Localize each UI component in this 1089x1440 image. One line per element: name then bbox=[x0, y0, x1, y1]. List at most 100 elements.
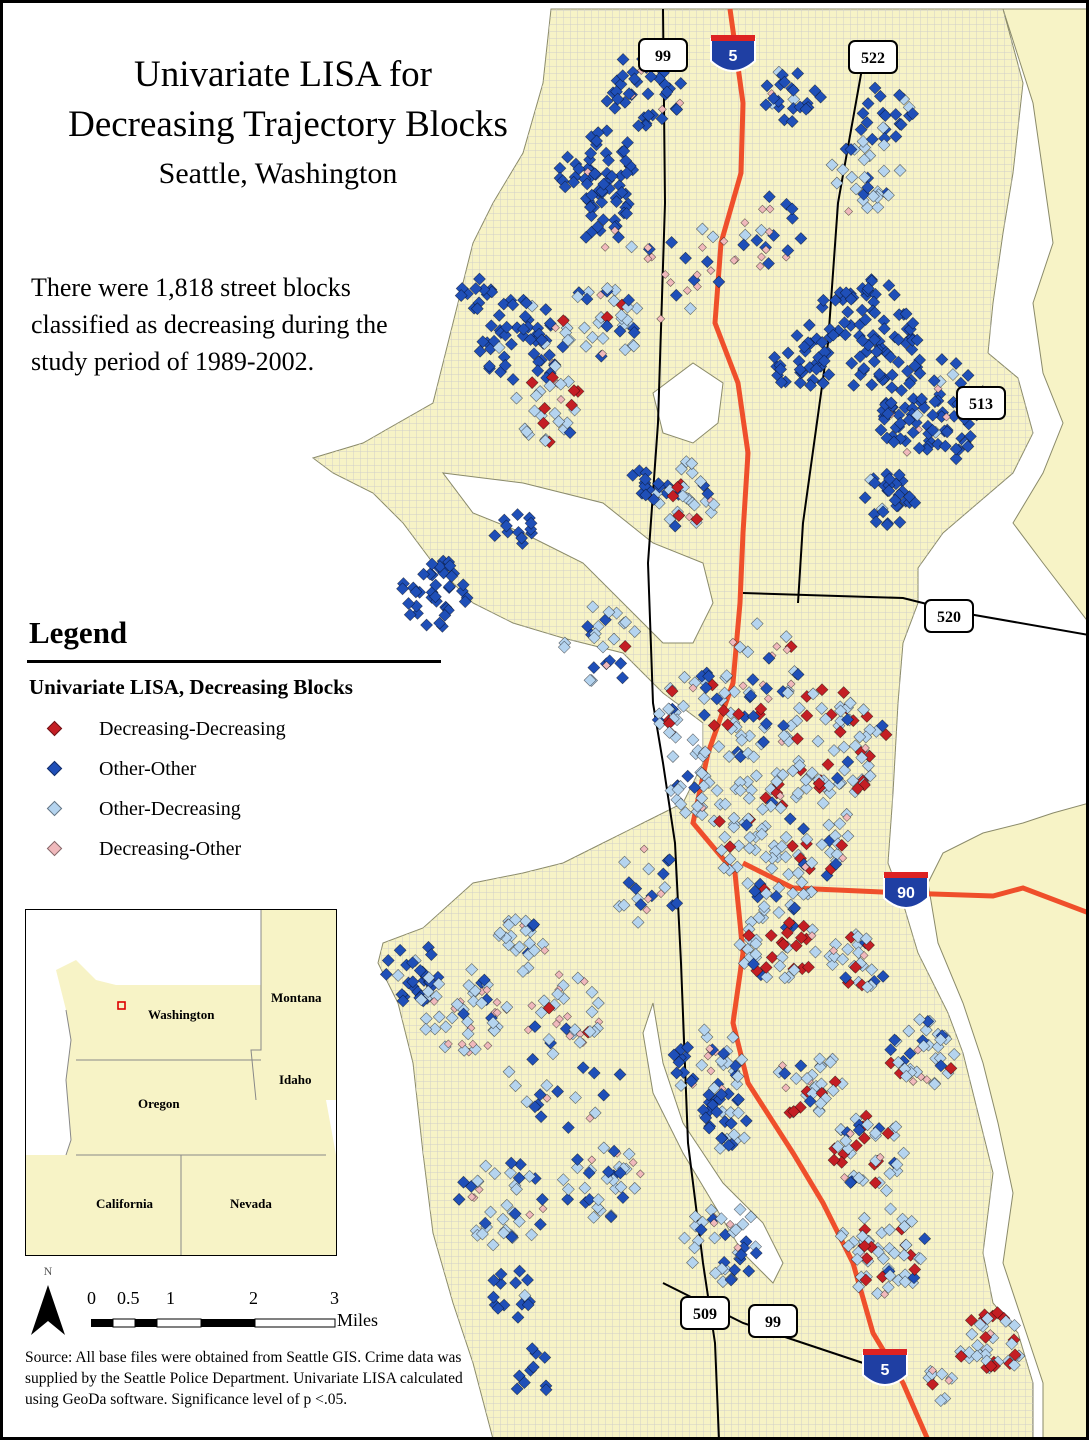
lisa-marker bbox=[617, 898, 631, 912]
lisa-marker bbox=[667, 1048, 681, 1062]
lisa-marker bbox=[847, 378, 861, 392]
lisa-marker bbox=[721, 718, 735, 732]
lisa-marker bbox=[888, 288, 901, 302]
lisa-marker bbox=[620, 166, 634, 180]
lisa-marker bbox=[556, 1173, 570, 1187]
lisa-marker bbox=[816, 376, 830, 390]
lisa-marker bbox=[396, 994, 410, 1008]
lisa-marker bbox=[922, 1075, 932, 1085]
lisa-marker bbox=[587, 661, 601, 675]
lisa-marker bbox=[671, 480, 685, 494]
lisa-marker bbox=[776, 768, 790, 782]
lisa-marker bbox=[732, 707, 746, 721]
lisa-marker bbox=[738, 681, 748, 691]
lisa-marker bbox=[462, 979, 476, 992]
lisa-marker bbox=[861, 1118, 874, 1132]
lisa-marker bbox=[710, 784, 724, 797]
lisa-marker bbox=[926, 1377, 939, 1391]
lisa-marker bbox=[583, 153, 597, 167]
lisa-marker bbox=[613, 1166, 627, 1180]
lisa-marker bbox=[457, 1043, 471, 1057]
lisa-marker bbox=[666, 278, 676, 287]
lisa-marker bbox=[520, 425, 534, 439]
lisa-marker bbox=[863, 149, 877, 163]
lisa-marker bbox=[585, 985, 599, 999]
lisa-marker bbox=[894, 432, 907, 446]
lisa-marker bbox=[928, 395, 942, 409]
lisa-marker bbox=[510, 391, 523, 405]
lisa-marker bbox=[727, 820, 741, 834]
lisa-marker bbox=[718, 797, 732, 811]
lisa-marker bbox=[683, 302, 697, 315]
lisa-marker bbox=[668, 519, 682, 533]
lisa-marker bbox=[772, 906, 786, 919]
lisa-marker bbox=[764, 799, 778, 813]
lisa-marker bbox=[676, 489, 690, 503]
lisa-marker bbox=[736, 1217, 750, 1231]
lisa-marker bbox=[898, 1275, 912, 1289]
lisa-marker bbox=[660, 270, 670, 279]
lisa-marker bbox=[538, 1204, 548, 1214]
lisa-marker bbox=[800, 832, 814, 846]
lisa-marker bbox=[902, 447, 912, 457]
lisa-marker bbox=[871, 1287, 885, 1300]
lisa-marker bbox=[742, 1264, 756, 1278]
svg-text:520: 520 bbox=[937, 609, 961, 626]
lisa-marker bbox=[582, 1166, 596, 1180]
lisa-marker bbox=[800, 781, 813, 795]
lisa-marker bbox=[785, 202, 799, 216]
lisa-marker bbox=[892, 333, 905, 347]
lisa-marker bbox=[656, 889, 666, 899]
lisa-marker bbox=[837, 740, 851, 754]
inset-map: Washington Montana Idaho Oregon Californ… bbox=[25, 909, 337, 1256]
lisa-marker bbox=[860, 116, 874, 129]
lisa-marker bbox=[866, 189, 880, 203]
lisa-marker bbox=[493, 926, 507, 940]
lisa-marker bbox=[764, 227, 774, 237]
lisa-marker bbox=[906, 426, 920, 440]
lisa-marker bbox=[505, 337, 518, 351]
lisa-marker bbox=[762, 190, 776, 204]
lisa-marker bbox=[754, 702, 768, 716]
lisa-marker bbox=[587, 1066, 601, 1080]
lisa-marker bbox=[402, 597, 415, 610]
lisa-marker bbox=[786, 679, 796, 689]
lisa-marker bbox=[761, 245, 771, 255]
lisa-marker bbox=[897, 1220, 911, 1233]
lisa-marker bbox=[551, 323, 560, 333]
lisa-marker bbox=[600, 282, 614, 295]
lisa-marker bbox=[690, 512, 704, 526]
route-509-shield: 509 bbox=[680, 1296, 730, 1330]
interstate-5-shield-south: 5 bbox=[862, 1349, 908, 1386]
lisa-marker bbox=[625, 240, 639, 254]
lisa-marker bbox=[789, 1072, 803, 1085]
lisa-marker bbox=[561, 1192, 575, 1206]
lisa-marker bbox=[747, 709, 760, 723]
lisa-marker bbox=[853, 730, 867, 744]
lisa-marker bbox=[915, 392, 929, 406]
lisa-marker bbox=[538, 401, 552, 415]
lisa-marker bbox=[797, 340, 811, 354]
lisa-marker bbox=[883, 1223, 896, 1237]
lisa-marker bbox=[744, 1210, 758, 1224]
lisa-marker bbox=[851, 930, 865, 944]
lisa-marker bbox=[591, 220, 605, 234]
lisa-marker bbox=[713, 815, 726, 828]
lisa-marker bbox=[908, 1263, 922, 1276]
lisa-marker bbox=[829, 946, 839, 956]
lisa-marker bbox=[709, 1266, 722, 1280]
lisa-marker bbox=[861, 282, 875, 295]
lisa-marker bbox=[981, 1312, 994, 1325]
lisa-marker bbox=[579, 339, 593, 353]
lisa-marker bbox=[586, 330, 599, 344]
lisa-marker bbox=[815, 838, 829, 852]
lisa-marker bbox=[846, 774, 860, 788]
lisa-marker bbox=[934, 1394, 948, 1408]
lisa-marker bbox=[728, 1263, 742, 1277]
lisa-marker bbox=[861, 743, 870, 753]
lisa-marker bbox=[773, 959, 787, 973]
lisa-marker bbox=[984, 1359, 998, 1373]
lisa-marker bbox=[774, 375, 788, 389]
lisa-marker bbox=[876, 505, 890, 519]
